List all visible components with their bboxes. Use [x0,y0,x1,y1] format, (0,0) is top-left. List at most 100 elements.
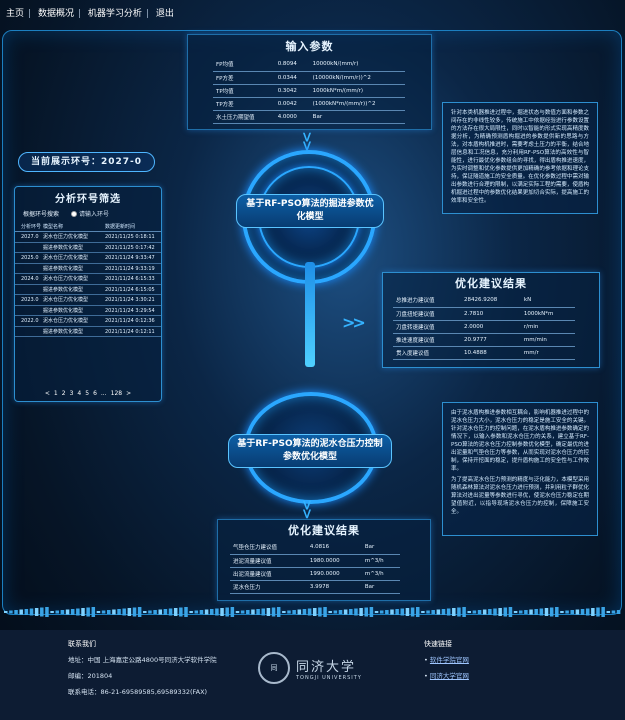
equalizer-bar [112,609,116,615]
contact-block: 联系我们 地址：中国 上海嘉定公路4800号同济大学软件学院 邮编：201804… [68,636,217,700]
equalizer-bar [179,607,183,617]
pagination-item[interactable]: > [126,390,132,397]
model-name: 掘进参数优化模型 [43,265,84,272]
model1-description: 针对本类机器推进过程中，掘进状态与数值方面和参数之间存在的非线性较多，传统施工中… [442,102,598,214]
input-params-title: 输入参数 [285,40,334,53]
model-name: 掘进参数优化模型 [43,328,84,335]
equalizer-bar [210,609,214,615]
search-radio[interactable] [71,210,78,217]
pagination-item[interactable]: 1 [53,390,58,397]
equalizer-bar [410,607,415,617]
model1-label[interactable]: 基于RF-PSO算法的掘进参数优化模型 [236,194,384,228]
equalizer-bar [616,610,621,614]
equalizer-bar [297,609,302,615]
model-name: 泥水仓压力优化模型 [43,318,89,324]
equalizer-bar [575,609,580,615]
pagination-item[interactable]: 2 [61,390,66,397]
equalizer-bar [395,609,399,615]
equalizer-bar [189,611,193,613]
model-name: 泥水仓压力优化模型 [43,255,89,261]
equalizer-bar [508,607,513,617]
nav-home[interactable]: 主页 [6,9,25,19]
equalizer-bar [230,607,235,617]
nav-logout[interactable]: 退出 [155,9,174,19]
main-frame [2,30,622,615]
ring-number: 2025.0 [21,255,39,261]
equalizer-bar [369,607,374,617]
equalizer-bar [318,607,322,617]
equalizer-bar [338,610,343,614]
equalizer-bar [45,607,49,617]
pagination-item[interactable]: 5 [85,390,90,397]
pagination-item[interactable]: 6 [93,390,97,397]
model-name: 泥水仓压力优化模型 [43,276,89,282]
equalizer-bar [81,608,85,616]
postcode: 邮编：201804 [68,672,113,680]
logo-en: TONGJI UNIVERSITY [296,674,362,681]
equalizer-bar [14,610,18,614]
pagination-item[interactable]: ... [100,390,107,397]
nav-data-overview[interactable]: 数据概况 [37,9,74,19]
ring-filter-panel: 分析环号筛选 根据环号搜索 请输入环号 分析环号 模型名称 数据更新时间 202… [14,186,162,402]
equalizer-bar [390,609,394,615]
equalizer-bar [153,610,157,614]
quick-links: 快速链接 • 软件学院官网 • 同济大学官网 [424,636,469,684]
update-time: 2021/11/24 9:33:47 [105,255,155,261]
update-time: 2021/11/25 0:17:42 [105,244,155,251]
equalizer-bar [364,607,368,617]
equalizer-bar [570,610,574,614]
pagination-item[interactable]: 128 [110,390,123,397]
update-time: 2021/11/24 0:12:36 [105,318,155,324]
equalizer-bar [560,611,564,613]
equalizer-bar [173,608,178,616]
optim1-title: 优化建议结果 [455,277,527,290]
pagination-item[interactable]: 3 [69,390,74,397]
equalizer-bar [462,607,466,617]
equalizer-bar [591,608,595,616]
pagination-item[interactable]: 4 [77,390,82,397]
model-name: 掘进参数优化模型 [43,286,84,293]
model-name: 泥水仓压力优化模型 [43,297,89,303]
ring-number: 2027.0 [21,234,39,240]
ring-search-input[interactable]: 请输入环号 [79,211,110,218]
list-item[interactable]: 2025.0 泥水仓压力优化模型 2021/11/24 9:33:47 [15,253,161,264]
equalizer-bar [467,611,471,613]
search-row: 根据环号搜索 请输入环号 [15,205,161,222]
model2-label[interactable]: 基于RF-PSO算法的泥水仓压力控制参数优化模型 [228,434,392,468]
down-chevron-icon: >> [298,131,315,149]
equalizer-bar [405,608,410,616]
equalizer-bar [379,610,384,614]
equalizer-bar [503,607,508,617]
equalizer-bar [354,608,358,616]
pagination-item[interactable]: < [44,390,50,397]
nav-ml-analysis[interactable]: 机器学习分析 [87,9,142,19]
equalizer-bar [86,607,90,617]
equalizer-bar [70,609,75,615]
equalizer-bar [436,609,441,615]
equalizer-bar [513,611,518,613]
equalizer-bar [333,610,338,614]
equalizer-bar [313,608,317,616]
equalizer-bar [271,607,276,617]
link-software-school[interactable]: 软件学院官网 [429,656,469,664]
equalizer-bar [493,608,497,616]
equalizer-bar [544,608,549,616]
equalizer-bar [9,610,13,614]
link-tongji[interactable]: 同济大学官网 [429,672,469,680]
